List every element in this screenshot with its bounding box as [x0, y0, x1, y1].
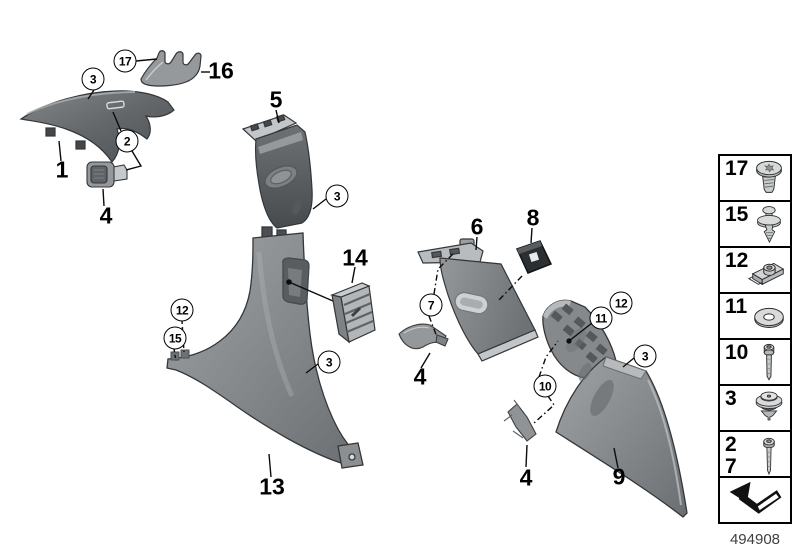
callout-circle-17: 17 — [113, 49, 137, 73]
callout-circle-3-bpillar-upper: 3 — [325, 184, 349, 208]
callout-9: 9 — [612, 463, 626, 490]
d-pillar-trim-part — [555, 356, 688, 518]
legend-number-17: 17 — [725, 157, 749, 180]
leader-lines — [58, 58, 635, 478]
callout-circle-15: 15 — [163, 326, 187, 350]
callout-1: 1 — [55, 156, 69, 183]
callout-circle-3-apillar: 3 — [81, 67, 105, 91]
socket-bolt-icon — [763, 343, 775, 381]
legend-row-15: 15 — [718, 200, 792, 248]
callout-circle-3-bpillar-lower: 3 — [317, 350, 341, 374]
callout-circle-7: 7 — [419, 293, 443, 317]
push-rivet-icon — [755, 391, 783, 421]
callout-6: 6 — [470, 213, 484, 240]
b-pillar-lower-trim-part — [166, 226, 364, 469]
callout-circle-10: 10 — [533, 374, 557, 398]
c-pillar-trim-part — [417, 238, 539, 362]
legend-number-3: 3 — [725, 387, 737, 410]
legend-number-11: 11 — [725, 295, 748, 318]
callout-14: 14 — [342, 244, 368, 271]
change-arrow-icon — [729, 481, 782, 514]
washer-icon — [754, 307, 784, 328]
legend-row-10: 10 — [718, 338, 792, 386]
callout-circle-12-right: 12 — [609, 291, 633, 315]
air-vent-part — [329, 282, 376, 344]
tweeter-speaker-part — [86, 161, 128, 188]
legend-number-10: 10 — [725, 341, 749, 364]
callout-circle-2: 2 — [115, 129, 139, 153]
callout-13: 13 — [259, 473, 285, 500]
b-pillar-upper-trim-part — [241, 114, 313, 229]
callout-circle-3-dpillar: 3 — [633, 344, 657, 368]
callout-4-mid: 4 — [413, 363, 427, 390]
torx-screw-icon — [756, 160, 782, 193]
legend-row-arrow — [718, 476, 792, 524]
callout-circle-12-left: 12 — [170, 298, 194, 322]
callout-5: 5 — [269, 86, 283, 113]
callout-4-right: 4 — [519, 464, 533, 491]
callout-8: 8 — [526, 204, 540, 231]
trim-strip-right-part — [503, 399, 537, 442]
mounting-plate-part — [515, 240, 553, 274]
callout-16: 16 — [208, 57, 234, 84]
fastener-legend: 17 15 12 — [718, 154, 792, 524]
a-pillar-trim-part — [19, 90, 175, 163]
legend-row-2-7: 2 7 — [718, 430, 792, 478]
legend-row-12: 12 — [718, 246, 792, 294]
long-screw-icon — [763, 437, 775, 476]
legend-number-2: 2 — [725, 433, 737, 456]
expansion-rivet-icon — [757, 206, 781, 244]
callout-circle-11: 11 — [589, 306, 613, 330]
legend-number-15: 15 — [725, 203, 749, 226]
speed-nut-icon — [747, 262, 785, 286]
legend-number-12: 12 — [725, 249, 749, 272]
legend-number-7: 7 — [725, 455, 737, 478]
legend-row-3: 3 — [718, 384, 792, 432]
legend-row-11: 11 — [718, 292, 792, 340]
legend-row-17: 17 — [718, 154, 792, 202]
trim-strip-mid-part — [398, 323, 449, 350]
callout-4-left: 4 — [99, 202, 113, 229]
diagram-number: 494908 — [729, 531, 781, 548]
mounting-bracket-part — [140, 50, 202, 87]
